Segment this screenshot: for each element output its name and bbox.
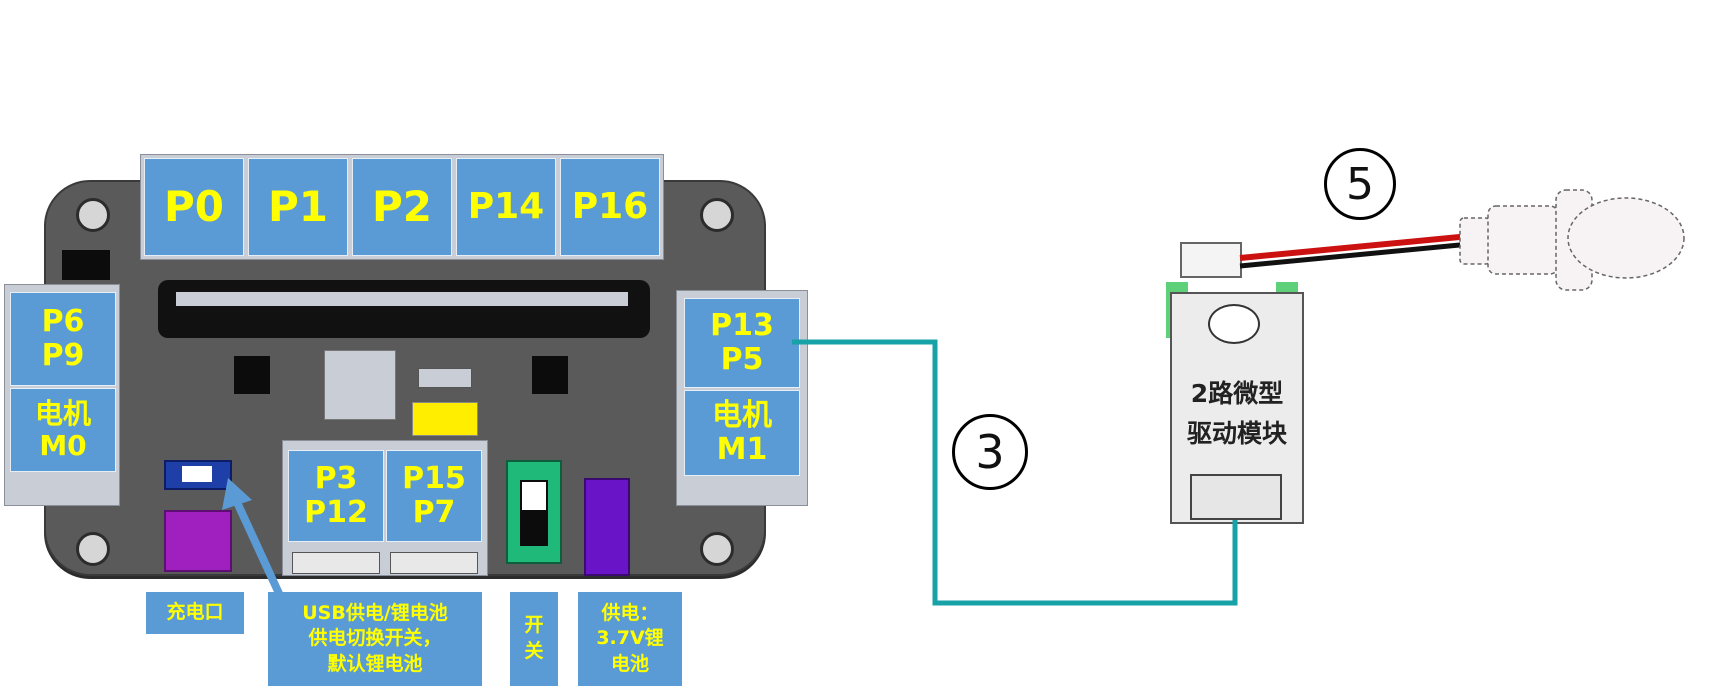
callout-arrow-line [232, 498, 286, 602]
power-switch-label: 开 关 [510, 592, 558, 686]
led-lamp [1459, 189, 1685, 291]
marker-lamp: ⑤ [1324, 148, 1396, 220]
usb-chip [324, 350, 396, 420]
mounting-hole-bl [76, 532, 110, 566]
callout-arrow-head [222, 478, 252, 510]
edge-connector-slot [158, 280, 650, 338]
yellow-component [412, 402, 478, 436]
power-switch-knob [522, 482, 546, 510]
usb-battery-switch-knob [182, 466, 212, 482]
mounting-hole-tl [76, 198, 110, 232]
chip-left [234, 356, 270, 394]
module-rj-socket [1190, 474, 1282, 520]
chip-component [62, 250, 110, 280]
charge-port[interactable] [164, 510, 232, 572]
left-port-motor: 电机 M0 [10, 388, 116, 472]
right-port-pins: P13 P5 [684, 298, 800, 388]
mounting-hole-tr [700, 198, 734, 232]
bottom-port-a: P3 P12 [288, 450, 384, 542]
top-port-p16: P16 [560, 158, 660, 256]
module-mount-hole [1208, 304, 1260, 344]
charge-port-label: 充电口 [146, 592, 244, 634]
battery-connector [584, 478, 630, 576]
marker-cable: ③ [952, 414, 1028, 490]
left-port-pins: P6 P9 [10, 292, 116, 386]
battery-label: 供电： 3.7V锂 电池 [578, 592, 682, 686]
bottom-socket-b [390, 552, 478, 574]
right-port-motor: 电机 M1 [684, 390, 800, 476]
bottom-port-b: P15 P7 [386, 450, 482, 542]
top-port-p1: P1 [248, 158, 348, 256]
edge-connector-bar [176, 292, 628, 306]
chip-right [532, 356, 568, 394]
top-port-p2: P2 [352, 158, 452, 256]
small-component [418, 368, 472, 388]
lamp-wire-black [1239, 241, 1471, 269]
usb-switch-label: USB供电/锂电池 供电切换开关， 默认锂电池 [268, 592, 482, 686]
module-label: 2路微型 驱动模块 [1186, 379, 1287, 448]
bottom-socket-a [292, 552, 380, 574]
mounting-hole-br [700, 532, 734, 566]
top-port-p0: P0 [144, 158, 244, 256]
lamp-wire-red [1239, 233, 1471, 261]
top-port-p14: P14 [456, 158, 556, 256]
cable-3 [792, 339, 1238, 606]
